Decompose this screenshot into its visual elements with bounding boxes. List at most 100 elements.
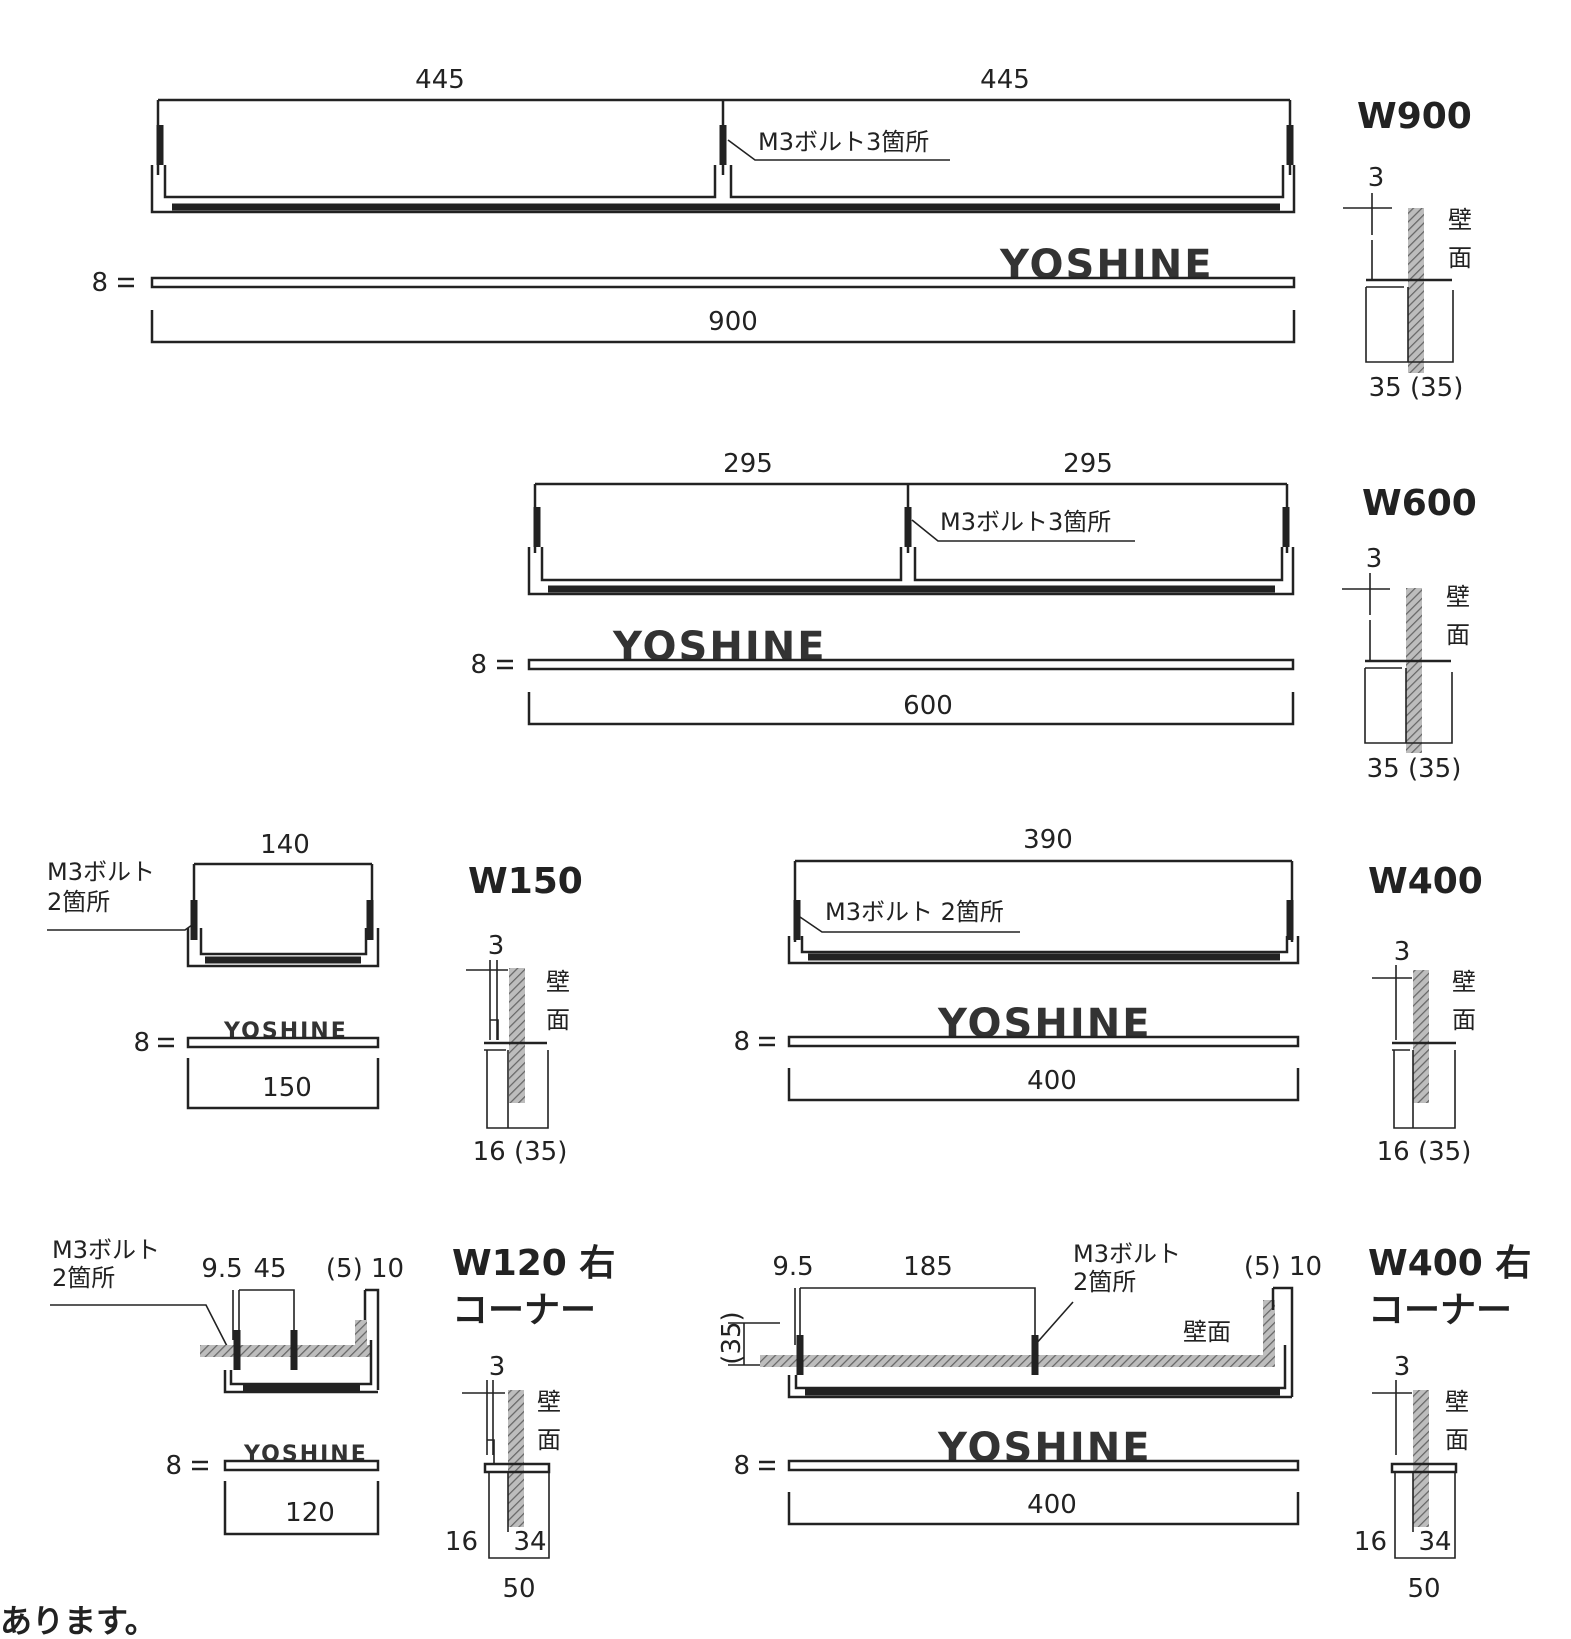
w400-width: 400 [1027,1066,1077,1096]
w400r-logo: YOSHINE [937,1425,1152,1471]
w900-dim-left: 445 [415,65,465,95]
svg-text:壁: 壁 [1446,583,1470,611]
svg-text:3: 3 [1394,937,1411,967]
w120r-thick: 8 [165,1451,182,1481]
w120r-dim-c: (5) 10 [326,1254,404,1284]
w150-dim-top: 140 [260,830,310,860]
svg-text:面: 面 [1446,621,1470,649]
w900-dim-right: 445 [980,65,1030,95]
w900-thick: 8 [91,268,108,298]
svg-text:面: 面 [537,1426,561,1454]
svg-text:16: 16 [1354,1527,1387,1557]
w400r-side-view: 3 壁 面 16 34 50 [1354,1352,1469,1604]
w120r-dim-a: 9.5 [201,1254,242,1284]
w400r-bolt-label-1: M3ボルト [1073,1240,1181,1268]
w150-title: W150 [468,861,583,902]
w120r-logo: YOSHINE [243,1442,368,1467]
w400-thick: 8 [733,1027,750,1057]
svg-text:35 (35): 35 (35) [1367,754,1462,784]
w120r-section: M3ボルト 2箇所 9.5 45 (5) 10 YOSHINE 8 120 W1… [50,1236,615,1604]
w400-dim-top: 390 [1023,825,1073,855]
w400-title: W400 [1368,861,1483,902]
svg-text:面: 面 [546,1006,570,1034]
w600-thick: 8 [470,650,487,680]
w150-front-view: YOSHINE 8 150 [133,1019,380,1110]
svg-text:35 (35): 35 (35) [1369,373,1464,403]
svg-text:3: 3 [1366,544,1383,574]
w400r-dim-a: 9.5 [772,1252,813,1282]
w900-width: 900 [708,307,758,337]
w400r-dim-b: 185 [903,1252,953,1282]
svg-text:16 (35): 16 (35) [473,1137,568,1167]
svg-text:壁: 壁 [1448,206,1472,234]
svg-text:3: 3 [1394,1352,1411,1382]
w600-title: W600 [1362,483,1477,524]
svg-text:面: 面 [1448,244,1472,272]
w400r-section: 9.5 185 M3ボルト 2箇所 (5) 10 壁面 (35) YOSHINE… [717,1240,1531,1604]
w900-logo: YOSHINE [999,242,1214,288]
svg-text:面: 面 [1452,1006,1476,1034]
w120r-bolt-label-1: M3ボルト [52,1236,160,1264]
svg-text:16: 16 [445,1527,478,1557]
svg-text:34: 34 [1418,1527,1451,1557]
w900-title: W900 [1357,96,1472,137]
svg-text:16 (35): 16 (35) [1377,1137,1472,1167]
svg-text:壁: 壁 [537,1388,561,1416]
w120r-dim-b: 45 [253,1254,286,1284]
w120r-title-2: コーナー [452,1290,596,1331]
w400r-dim-c: (5) 10 [1244,1252,1322,1282]
w900-bolt-label: M3ボルト3箇所 [758,128,929,156]
w400r-width: 400 [1027,1490,1077,1520]
w600-dim-right: 295 [1063,449,1113,479]
w600-front-view: YOSHINE 8 600 [470,624,1295,726]
svg-text:壁: 壁 [546,968,570,996]
svg-text:3: 3 [1368,163,1385,193]
w400r-thick: 8 [733,1451,750,1481]
w600-dim-left: 295 [723,449,773,479]
w150-side-view: 3 壁 面 16 (35) [466,931,570,1167]
w120r-side-view: 3 壁 面 16 34 50 [445,1352,561,1604]
svg-text:面: 面 [1445,1426,1469,1454]
svg-text:50: 50 [502,1574,535,1604]
w900-side-view: 3 壁 面 35 (35) [1343,163,1472,403]
w600-section: 295 295 M3ボルト3箇所 YOSHINE 8 600 W600 3 壁 … [470,449,1476,784]
w120r-bolt-label-2: 2箇所 [52,1264,115,1292]
w150-width: 150 [262,1073,312,1103]
w400-front-view: YOSHINE 8 400 [733,1001,1300,1102]
svg-text:50: 50 [1407,1574,1440,1604]
w150-thick: 8 [133,1028,150,1058]
w400r-top-view: 9.5 185 M3ボルト 2箇所 (5) 10 壁面 (35) [717,1240,1322,1399]
w150-bolt-label-2: 2箇所 [47,888,110,916]
w400-top-view: 390 M3ボルト 2箇所 [787,825,1300,965]
w900-section: 445 445 M3ボルト3箇所 YOSHINE 8 900 W900 3 壁 … [91,65,1472,403]
w150-section: 140 M3ボルト 2箇所 YOSHINE 8 150 W150 3 壁 [47,830,583,1167]
w150-logo: YOSHINE [223,1019,348,1044]
w600-logo: YOSHINE [612,624,827,670]
w400r-wall-label: 壁面 [1183,1318,1231,1346]
svg-text:3: 3 [489,1352,506,1382]
w120r-top-view: M3ボルト 2箇所 9.5 45 (5) 10 [50,1236,404,1394]
w400r-title-1: W400 右 [1368,1243,1531,1284]
w600-top-view: 295 295 M3ボルト3箇所 [527,449,1295,596]
w400r-bolt-label-2: 2箇所 [1073,1268,1136,1296]
w120r-width: 120 [285,1498,335,1528]
w400-side-view: 3 壁 面 16 (35) [1372,937,1476,1167]
w600-width: 600 [903,691,953,721]
svg-text:34: 34 [513,1527,546,1557]
w400r-front-view: YOSHINE 8 400 [733,1425,1300,1526]
w150-bolt-label-1: M3ボルト [47,858,155,886]
svg-text:3: 3 [488,931,505,961]
w600-side-view: 3 壁 面 35 (35) [1342,544,1470,784]
w600-bolt-label: M3ボルト3箇所 [940,508,1111,536]
w400-logo: YOSHINE [937,1001,1152,1047]
w400r-title-2: コーナー [1368,1290,1512,1331]
w120r-front-view: YOSHINE 8 120 [165,1442,380,1536]
w400r-dim-side: (35) [717,1311,747,1364]
w900-front-view: YOSHINE 8 900 [91,242,1296,344]
footer-text: あります。 [0,1602,157,1639]
w120r-title-1: W120 右 [452,1243,615,1284]
svg-text:壁: 壁 [1445,1388,1469,1416]
w400-section: 390 M3ボルト 2箇所 YOSHINE 8 400 W400 3 壁 面 1… [733,825,1482,1167]
